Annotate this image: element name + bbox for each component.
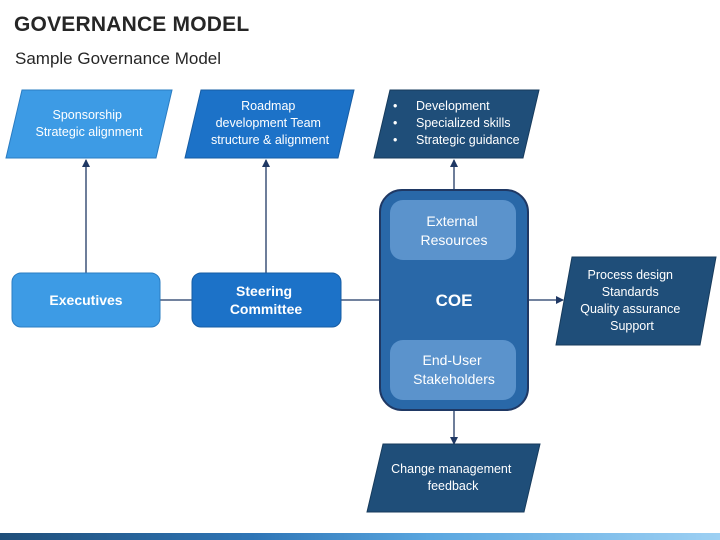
process-shape: [555, 256, 717, 346]
process-line-1: Process design: [588, 268, 674, 282]
svg-text:Sponsorship Strategic alig: Sponsorship Strategic alignment: [35, 108, 143, 139]
svg-text:Steering Committee: Steering Committee: [230, 283, 303, 317]
development-bullet-3: •: [393, 133, 397, 147]
roadmap-line-1: Roadmap: [241, 99, 295, 113]
roadmap-line-3: structure & alignment: [211, 133, 330, 147]
coe-bottom-line-1: End-User: [422, 352, 481, 368]
development-line-2: Specialized skills: [416, 116, 510, 130]
development-shape: [373, 89, 540, 159]
sponsorship-line-1: Sponsorship: [53, 108, 123, 122]
svg-text:Roadmap development Team: Roadmap development Team structure & ali…: [211, 99, 330, 147]
development-bullet-1: •: [393, 99, 397, 113]
steering-box: [191, 272, 342, 328]
executives-box: [11, 272, 161, 328]
connectors: [82, 159, 564, 445]
svg-text:Executives: Executives: [49, 292, 122, 308]
process-line-4: Support: [610, 319, 654, 333]
coe-bottom-band: [390, 340, 516, 400]
executives-label: Executives: [49, 292, 122, 308]
development-line-3: Strategic guidance: [416, 133, 520, 147]
change-line-2: feedback: [428, 479, 479, 493]
change-line-1: Change management: [391, 462, 512, 476]
svg-text:Change management feedback: Change management feedback: [391, 462, 515, 493]
steering-line-1: Steering: [236, 283, 292, 299]
sponsorship-shape: [5, 89, 173, 159]
page-subtitle: Sample Governance Model: [15, 49, 222, 68]
change-shape: [366, 443, 541, 513]
svg-text:Process design Standards: Process design Standards Quality assuran…: [580, 268, 684, 333]
footer-accent-bar: [0, 533, 720, 540]
svg-text:• Development • Sp: • Development • Specialized skills • Str…: [393, 99, 520, 147]
process-line-3: Quality assurance: [580, 302, 680, 316]
development-line-1: Development: [416, 99, 490, 113]
roadmap-shape: [184, 89, 355, 159]
svg-text:External Resources: External Resources: [421, 213, 488, 248]
roadmap-line-2: development Team: [216, 116, 321, 130]
development-bullet-2: •: [393, 116, 397, 130]
coe-label: COE: [436, 291, 473, 310]
svg-text:End-User Stakeholders: End-User Stakeholders: [413, 352, 495, 387]
coe-top-line-1: External: [426, 213, 477, 229]
steering-line-2: Committee: [230, 301, 303, 317]
process-line-2: Standards: [602, 285, 659, 299]
svg-text:COE: COE: [436, 291, 473, 310]
page-title: GOVERNANCE MODEL: [14, 13, 250, 36]
sponsorship-line-2: Strategic alignment: [35, 125, 143, 139]
coe-bottom-line-2: Stakeholders: [413, 371, 495, 387]
coe-top-band: [390, 200, 516, 260]
coe-group: External Resources COE End-User Stakehol…: [379, 189, 529, 411]
coe-top-line-2: Resources: [421, 232, 488, 248]
